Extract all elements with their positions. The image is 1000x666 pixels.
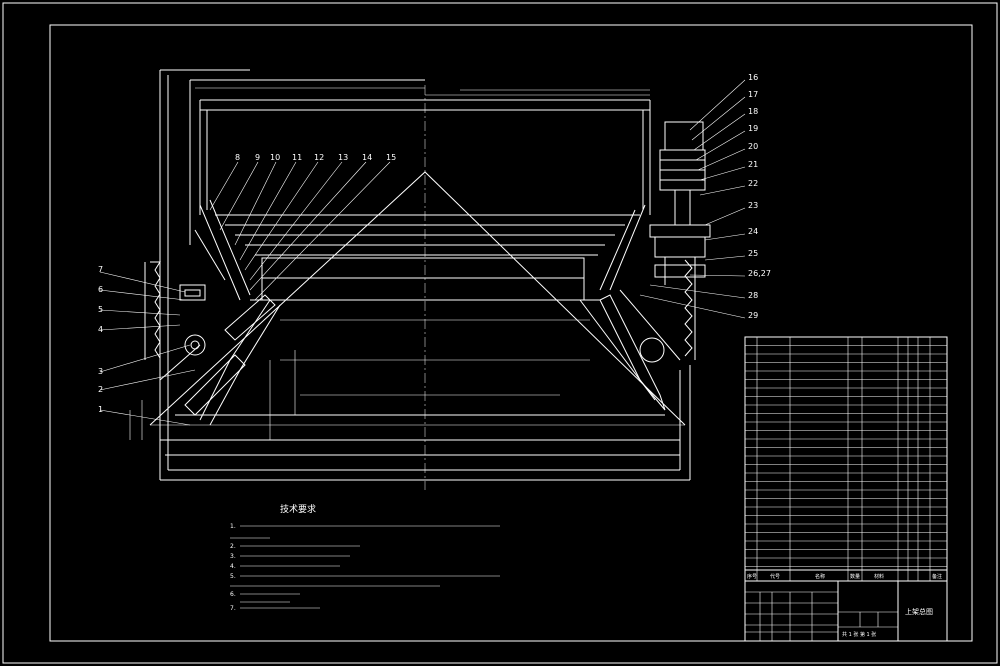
- callout-23: 23: [748, 201, 758, 210]
- note-6: 6.: [230, 591, 236, 598]
- callout-7: 7: [98, 265, 103, 274]
- parts-header-material: 材料: [874, 573, 884, 580]
- callout-11: 11: [292, 153, 302, 162]
- callouts-left: 7 6 5 4 3 2 1: [98, 265, 196, 426]
- callout-20: 20: [748, 142, 758, 151]
- callout-22: 22: [748, 179, 758, 188]
- note-4: 4.: [230, 563, 236, 570]
- callout-3: 3: [98, 367, 103, 376]
- callout-8: 8: [235, 153, 240, 162]
- callout-16: 16: [748, 73, 758, 82]
- parts-header-code: 代号: [770, 573, 780, 580]
- callout-28: 28: [748, 291, 758, 300]
- callout-1: 1: [98, 405, 103, 414]
- callout-2: 2: [98, 385, 103, 394]
- parts-header-qty: 数量: [850, 573, 860, 580]
- cone-head: [149, 171, 686, 426]
- note-7: 7.: [230, 605, 236, 612]
- callout-25: 25: [748, 249, 758, 258]
- inner-liner: [215, 214, 640, 301]
- callout-6: 6: [98, 285, 103, 294]
- callout-18: 18: [748, 107, 758, 116]
- parts-header-remark: 备注: [932, 573, 942, 580]
- callout-14: 14: [362, 153, 372, 162]
- callout-17: 17: [748, 90, 758, 99]
- parts-list: 序号 代号 名称 数量 材料 备注: [744, 336, 948, 582]
- note-5: 5.: [230, 573, 236, 580]
- callout-21: 21: [748, 160, 758, 169]
- left-mantle: [159, 199, 281, 426]
- callout-12: 12: [314, 153, 324, 162]
- left-thread: [144, 261, 206, 360]
- parts-list-rows: [745, 345, 947, 571]
- callout-5: 5: [98, 305, 103, 314]
- title-block: 上架总图 共 1 张 第 1 张: [744, 580, 948, 642]
- callout-9: 9: [255, 153, 260, 162]
- callout-29: 29: [748, 311, 758, 320]
- note-3: 3.: [230, 553, 236, 560]
- callout-26-27: 26,27: [748, 269, 771, 278]
- notes-title: 技术要求: [280, 503, 316, 515]
- sheet-info: 共 1 张 第 1 张: [842, 631, 876, 638]
- callouts-right: 16 17 18 19 20 21 22 23 24 25 26,27 28 2…: [639, 73, 771, 320]
- callout-24: 24: [748, 227, 758, 236]
- callout-13: 13: [338, 153, 348, 162]
- drawing-name: 上架总图: [905, 607, 933, 616]
- parts-header-seq: 序号: [747, 573, 757, 580]
- callouts-top: 8 9 10 11 12 13 14 15: [209, 153, 396, 301]
- callout-15: 15: [386, 153, 396, 162]
- note-2: 2.: [230, 543, 236, 550]
- bowl-liner: [160, 319, 680, 456]
- housing-outline: [159, 69, 691, 481]
- callout-19: 19: [748, 124, 758, 133]
- upper-bin: [199, 94, 651, 215]
- technical-notes: 技术要求 1. 2. 3. 4. 5. 6. 7.: [230, 503, 500, 612]
- dimension-lines: [129, 87, 650, 440]
- callout-10: 10: [270, 153, 280, 162]
- drawing-frame: [49, 24, 973, 642]
- right-cylinder: [649, 121, 711, 285]
- note-1: 1.: [230, 523, 236, 530]
- right-mantle: [579, 204, 681, 411]
- parts-header-name: 名称: [815, 573, 825, 580]
- callout-4: 4: [98, 325, 103, 334]
